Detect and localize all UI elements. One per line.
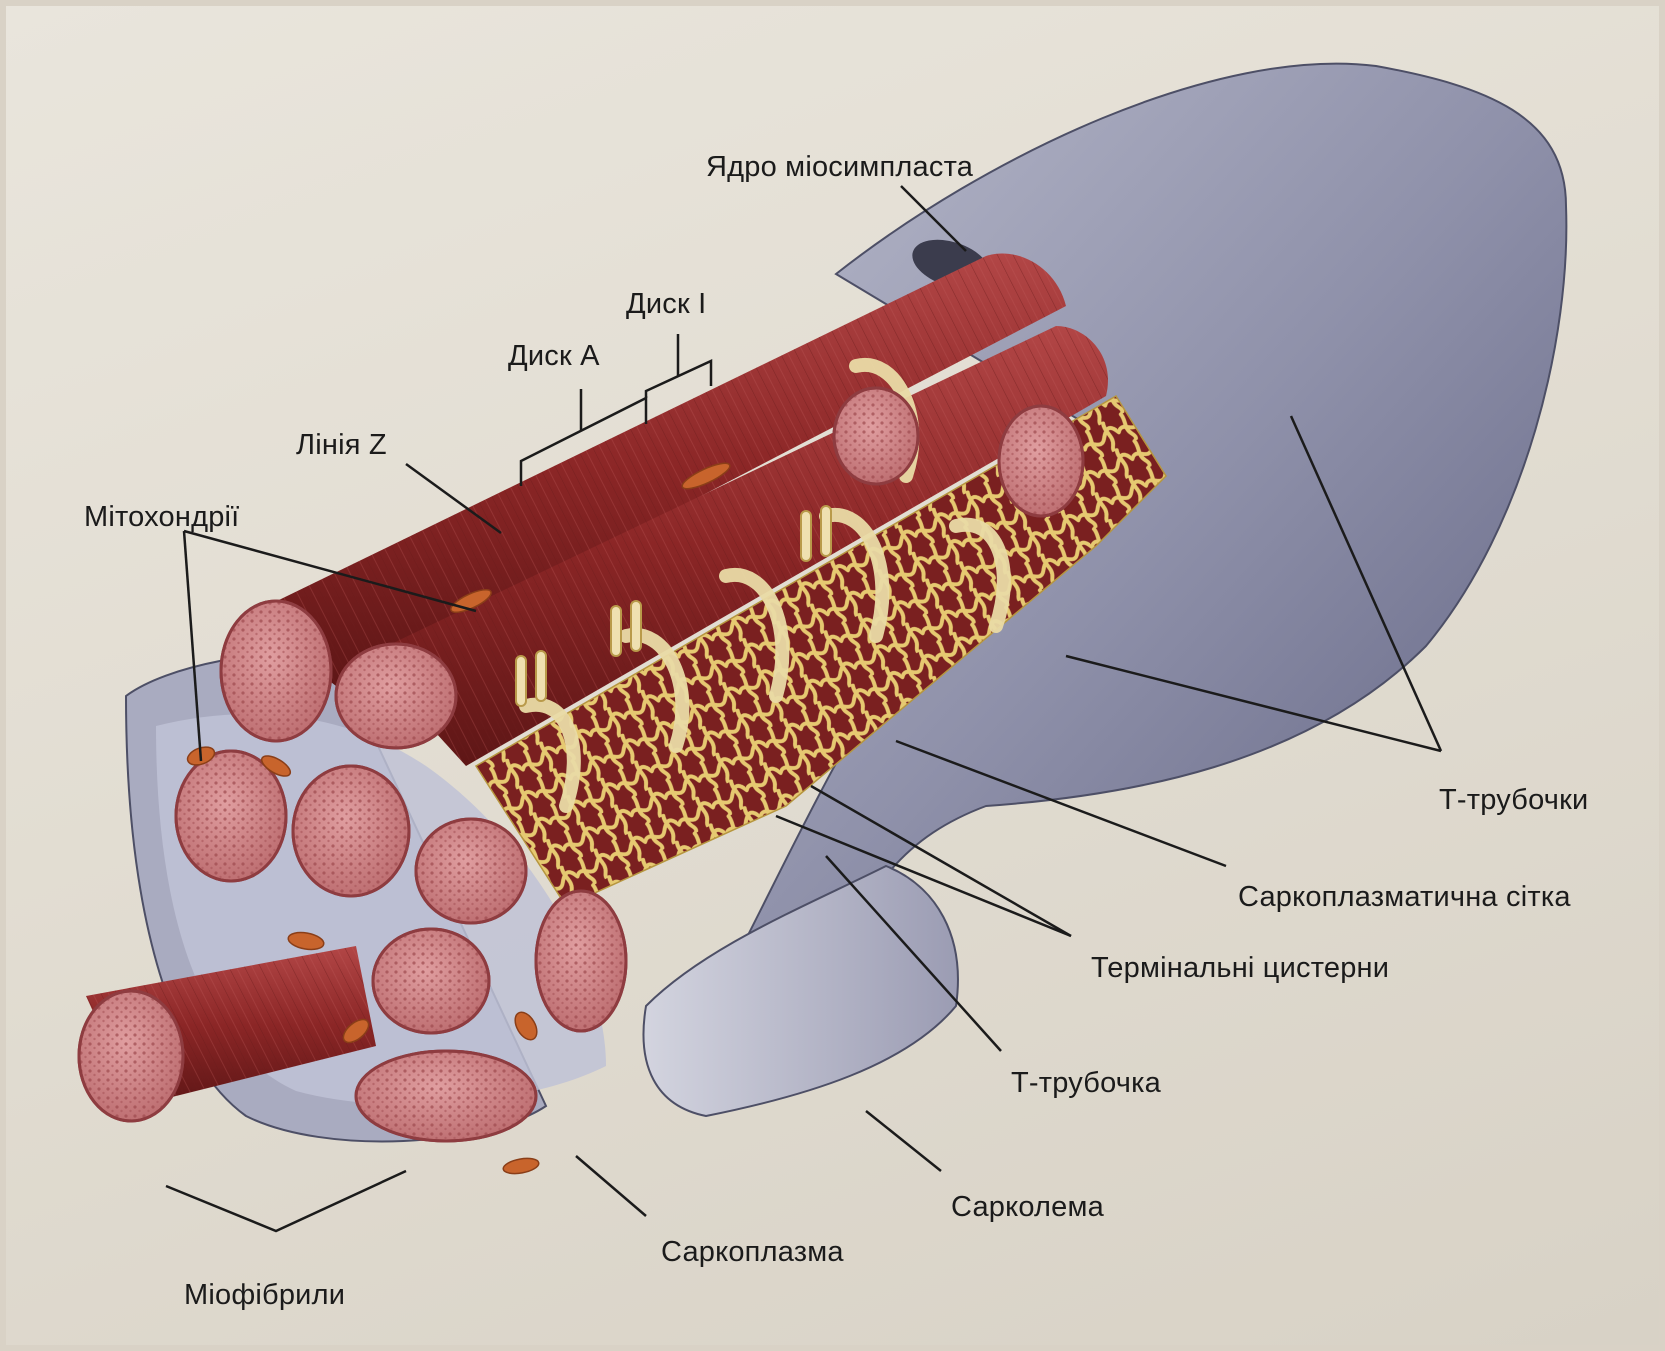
label-t-tubule: Т-трубочка [1011, 1069, 1161, 1098]
label-mitochondria: Мітохондрії [84, 503, 239, 532]
label-sarcoplasmic-reticulum: Саркоплазматична сітка [1238, 883, 1571, 912]
label-line-z: Лінія Z [296, 431, 387, 460]
label-disc-a: Диск А [508, 342, 600, 371]
label-terminal-cisterns: Термінальні цистерни [1091, 954, 1389, 983]
label-myofibrils: Міофібрили [184, 1281, 345, 1310]
label-sarcolemma: Сарколема [951, 1193, 1104, 1222]
label-nucleus: Ядро міосимпласта [706, 153, 973, 182]
label-sarcoplasm: Саркоплазма [661, 1238, 844, 1267]
muscle-fiber-illustration [6, 6, 1659, 1345]
diagram-page: Ядро міосимпласта Диск І Диск А Лінія Z … [6, 6, 1659, 1345]
label-disc-i: Диск І [626, 290, 706, 319]
label-t-tubules: Т-трубочки [1439, 786, 1588, 815]
